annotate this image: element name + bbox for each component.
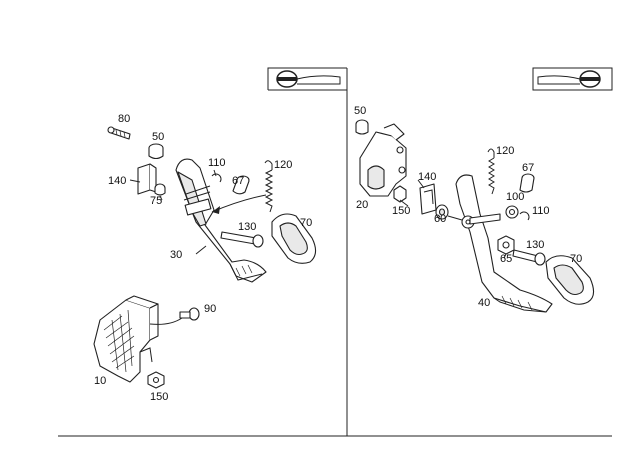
part-150-nut-left <box>147 371 165 389</box>
callout-140-left: 140 <box>108 175 126 187</box>
callout-50-right: 50 <box>354 105 366 117</box>
part-140-clip-left <box>137 163 157 195</box>
callout-120-left: 120 <box>274 159 292 171</box>
part-130-bolt-right <box>512 249 546 266</box>
callout-140-right: 140 <box>418 171 436 183</box>
callout-120-right: 120 <box>496 145 514 157</box>
callout-150-right: 150 <box>392 205 410 217</box>
leader-lines-left <box>129 169 217 255</box>
part-20-pedal-bracket <box>359 123 407 197</box>
part-110-circlip-left <box>211 173 222 183</box>
part-60-washer <box>435 204 449 220</box>
callouts-right: 50 120 67 140 100 110 20 150 60 130 65 7… <box>354 105 582 309</box>
callout-150-left: 150 <box>150 391 168 403</box>
callout-67-right: 67 <box>522 162 534 174</box>
part-90-bolt <box>179 307 200 321</box>
callout-10: 10 <box>94 375 106 387</box>
callout-80: 80 <box>118 113 130 125</box>
part-70-pedal-pad-right <box>545 255 595 305</box>
part-100-washer <box>505 205 519 219</box>
callout-130-right: 130 <box>526 239 544 251</box>
callout-70-right: 70 <box>570 253 582 265</box>
callout-50-left: 50 <box>152 131 164 143</box>
callout-90: 90 <box>204 303 216 315</box>
part-130-bolt-left <box>220 231 264 248</box>
part-50-bushing-left <box>148 143 164 160</box>
callout-110-left: 110 <box>208 157 226 169</box>
car-silhouette-icon <box>276 70 341 88</box>
part-50-bushing-right <box>355 119 369 135</box>
vehicle-badge-right <box>532 67 613 91</box>
part-65-nut <box>497 235 515 255</box>
part-80-bolt <box>107 126 131 140</box>
callouts-left: 80 50 110 120 140 75 67 130 70 30 90 10 … <box>94 113 312 403</box>
callout-110-right: 110 <box>532 205 550 217</box>
leader-lines-right <box>399 179 507 259</box>
part-10-mounting-bracket <box>93 295 183 383</box>
part-110-circlip-right <box>519 211 530 221</box>
callout-100: 100 <box>506 191 524 203</box>
callout-67-left: 67 <box>232 175 244 187</box>
part-40-pedal-lever <box>455 174 553 313</box>
part-70-pedal-pad-left <box>271 213 317 264</box>
callout-30: 30 <box>170 249 182 261</box>
part-67-bushing-right <box>519 173 535 193</box>
assembly-arrowhead <box>212 206 220 214</box>
part-140-clip-right <box>419 183 437 215</box>
callout-65: 65 <box>500 253 512 265</box>
assembly-arrow <box>211 194 267 213</box>
part-67-bushing-left <box>232 175 250 195</box>
pivot-shaft <box>447 213 501 225</box>
callout-20: 20 <box>356 199 368 211</box>
part-30-pedal-lever <box>175 158 267 283</box>
callout-40: 40 <box>478 297 490 309</box>
callout-75: 75 <box>150 195 162 207</box>
part-150-nut-right <box>393 185 407 203</box>
part-75-nut <box>154 183 166 196</box>
callout-70-left: 70 <box>300 217 312 229</box>
callout-60: 60 <box>434 213 446 225</box>
part-120-spring-right <box>487 148 495 195</box>
callout-130-left: 130 <box>238 221 256 233</box>
vehicle-badge-left <box>267 67 347 91</box>
car-silhouette-icon <box>537 70 601 88</box>
part-120-spring-left <box>264 160 274 213</box>
